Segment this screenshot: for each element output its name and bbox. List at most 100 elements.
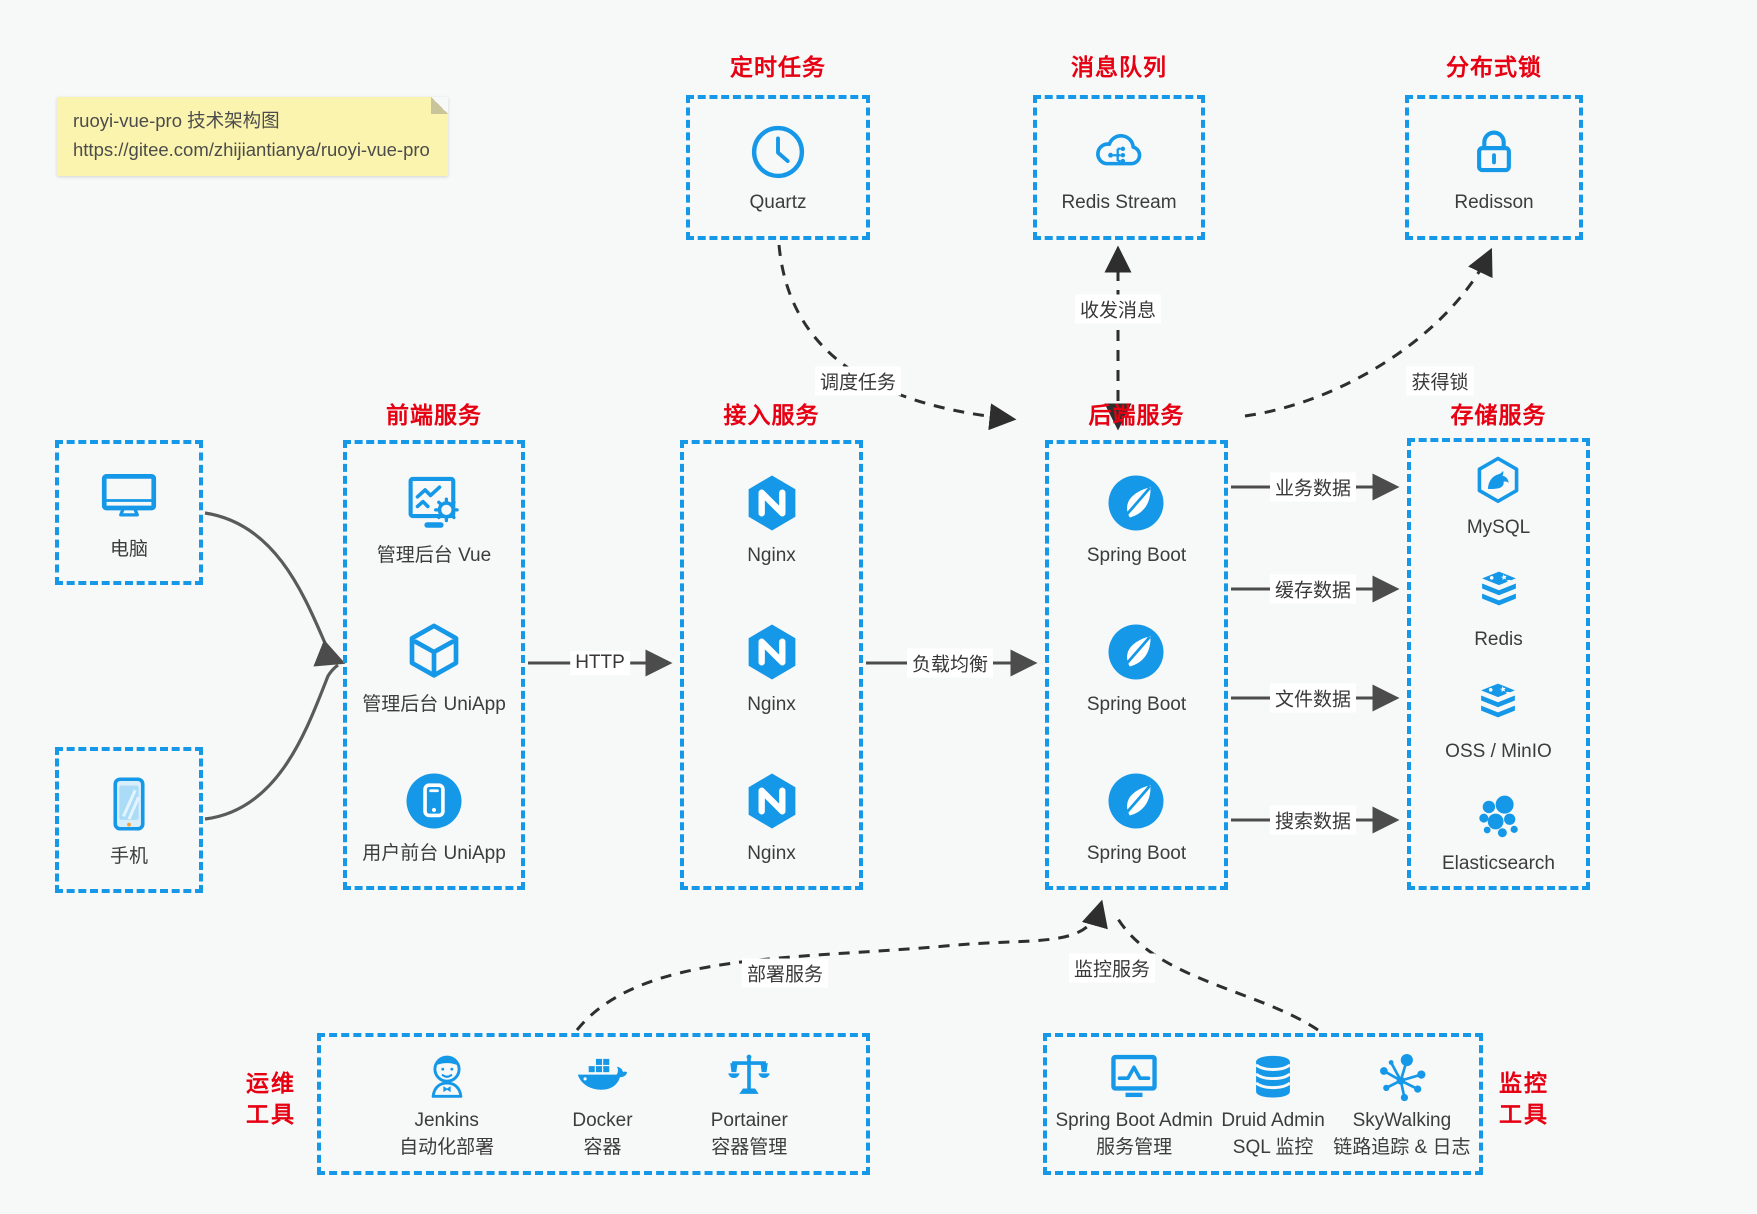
gateway-group-title: 接入服务 <box>723 402 820 428</box>
node-nginx-2: Nginx <box>739 619 805 717</box>
node-label: Spring Boot <box>1086 694 1187 716</box>
lock-group-title: 分布式锁 <box>1446 54 1542 80</box>
elasticsearch-icon <box>1472 790 1526 844</box>
lock-box: Redisson <box>1405 95 1583 240</box>
edge-label-acquire-lock: 获得锁 <box>1406 366 1474 396</box>
edge-label-http: HTTP <box>570 651 630 675</box>
node-spring-boot-2: Spring Boot <box>1087 619 1186 717</box>
edge-label-file-data: 文件数据 <box>1269 683 1357 713</box>
note-folded-corner <box>430 97 448 114</box>
nginx-icon <box>739 470 805 536</box>
note-title: ruoyi-vue-pro 技术架构图 <box>73 110 280 131</box>
node-label: Spring Boot <box>1086 843 1187 865</box>
storage-box: MySQL Redis OSS / MinIO Elasticsearch <box>1407 438 1590 890</box>
jenkins-icon <box>418 1048 476 1106</box>
ops-tools-box: Jenkins 自动化部署 Docker 容器 Portainer 容器管理 <box>317 1033 870 1175</box>
node-label: 管理后台 UniApp <box>362 694 506 716</box>
cloud-stream-icon <box>1088 121 1150 183</box>
node-label: Druid Admin <box>1221 1110 1325 1132</box>
edge-label-search-data: 搜索数据 <box>1269 805 1357 835</box>
edge-monitor <box>1112 911 1319 1032</box>
node-redis: Redis <box>1472 566 1526 652</box>
mq-box: Redis Stream <box>1033 95 1205 240</box>
edge-label-schedule: 调度任务 <box>814 366 902 396</box>
node-redisson: Redisson <box>1454 121 1534 215</box>
edge-label-monitor: 监控服务 <box>1068 953 1156 983</box>
node-label: Spring Boot <box>1086 545 1187 566</box>
backend-box: Spring Boot Spring Boot Spring Boot <box>1045 440 1228 890</box>
monitoring-side-label: 监控 工具 <box>1499 1070 1549 1127</box>
edge-mobile-to-frontend <box>204 663 339 821</box>
backend-group-title: 后端服务 <box>1088 402 1185 428</box>
node-sublabel: 自动化部署 <box>399 1137 495 1158</box>
pc-client-box: 电脑 <box>55 440 203 585</box>
note-url: https://gitee.com/zhijiantianya/ruoyi-vu… <box>73 138 430 160</box>
uniapp-cube-icon <box>401 619 467 685</box>
node-sublabel: SQL 监控 <box>1232 1137 1314 1158</box>
mq-group-title: 消息队列 <box>1071 54 1167 80</box>
node-druid-admin: Druid Admin SQL 监控 <box>1221 1048 1325 1160</box>
node-label: Elasticsearch <box>1442 853 1555 875</box>
node-docker: Docker 容器 <box>572 1048 633 1160</box>
nginx-icon <box>739 619 805 685</box>
node-label: Redis <box>1474 629 1523 651</box>
skywalking-icon <box>1373 1048 1431 1106</box>
padlock-icon <box>1463 121 1525 183</box>
scheduler-group-title: 定时任务 <box>730 54 826 80</box>
admin-monitor-icon <box>1105 1048 1163 1106</box>
monitoring-tools-box: Spring Boot Admin 服务管理 Druid Admin SQL 监… <box>1043 1033 1483 1175</box>
edge-label-messages: 收发消息 <box>1074 294 1162 324</box>
node-label: OSS / MinIO <box>1445 741 1552 763</box>
edge-acquire-lock <box>1244 247 1493 418</box>
uniapp-app-icon <box>401 768 467 834</box>
spring-icon <box>1103 768 1169 834</box>
storage-group-title: 存储服务 <box>1450 402 1547 428</box>
clock-icon <box>747 121 809 183</box>
node-label: Portainer <box>710 1110 788 1132</box>
node-sublabel: 容器 <box>583 1137 622 1158</box>
node-sublabel: 链路追踪 & 日志 <box>1333 1137 1471 1158</box>
node-portainer: Portainer 容器管理 <box>711 1048 788 1160</box>
node-redis-stream: Redis Stream <box>1061 121 1177 215</box>
node-label: 管理后台 Vue <box>376 545 492 566</box>
node-admin-uniapp: 管理后台 UniApp <box>362 619 506 717</box>
database-icon <box>1244 1048 1302 1106</box>
ops-side-label: 运维 工具 <box>246 1070 296 1127</box>
node-quartz: Quartz <box>747 121 809 215</box>
mobile-client-box: 手机 <box>55 747 203 893</box>
node-label: 电脑 <box>109 538 148 560</box>
node-label: Nginx <box>747 843 796 865</box>
node-jenkins: Jenkins 自动化部署 <box>399 1048 494 1160</box>
node-nginx-1: Nginx <box>739 470 805 568</box>
nginx-icon <box>739 768 805 834</box>
oss-stack-icon <box>1471 678 1525 732</box>
node-label: Spring Boot Admin <box>1055 1110 1213 1132</box>
node-mobile: 手机 <box>96 771 162 869</box>
spring-icon <box>1103 470 1169 536</box>
spring-icon <box>1103 619 1169 685</box>
node-spring-boot-admin: Spring Boot Admin 服务管理 <box>1055 1048 1213 1160</box>
edge-label-cache-data: 缓存数据 <box>1269 574 1357 604</box>
node-sublabel: 服务管理 <box>1096 1137 1173 1158</box>
node-pc: 电脑 <box>96 464 162 562</box>
edge-deploy <box>575 899 1108 1031</box>
edge-schedule <box>777 244 1017 431</box>
node-label: SkyWalking <box>1352 1110 1452 1132</box>
node-oss-minio: OSS / MinIO <box>1445 678 1552 764</box>
node-label: Redisson <box>1454 191 1534 213</box>
scheduler-box: Quartz <box>686 95 870 240</box>
node-spring-boot-1: Spring Boot <box>1087 470 1186 568</box>
frontend-box: 管理后台 Vue 管理后台 UniApp 用户前台 UniApp <box>343 440 525 890</box>
node-label: Quartz <box>749 191 807 213</box>
node-label: Nginx <box>747 694 796 716</box>
docker-whale-icon <box>573 1048 631 1106</box>
edge-pc-to-frontend <box>204 511 346 667</box>
node-label: MySQL <box>1466 517 1531 538</box>
edge-label-business-data: 业务数据 <box>1269 472 1357 502</box>
node-skywalking: SkyWalking 链路追踪 & 日志 <box>1333 1048 1471 1160</box>
gateway-box: Nginx Nginx Nginx <box>680 440 863 890</box>
desktop-icon <box>96 464 162 530</box>
smartphone-icon <box>96 771 162 837</box>
portainer-scales-icon <box>720 1048 778 1106</box>
node-admin-vue: 管理后台 Vue <box>377 470 491 568</box>
